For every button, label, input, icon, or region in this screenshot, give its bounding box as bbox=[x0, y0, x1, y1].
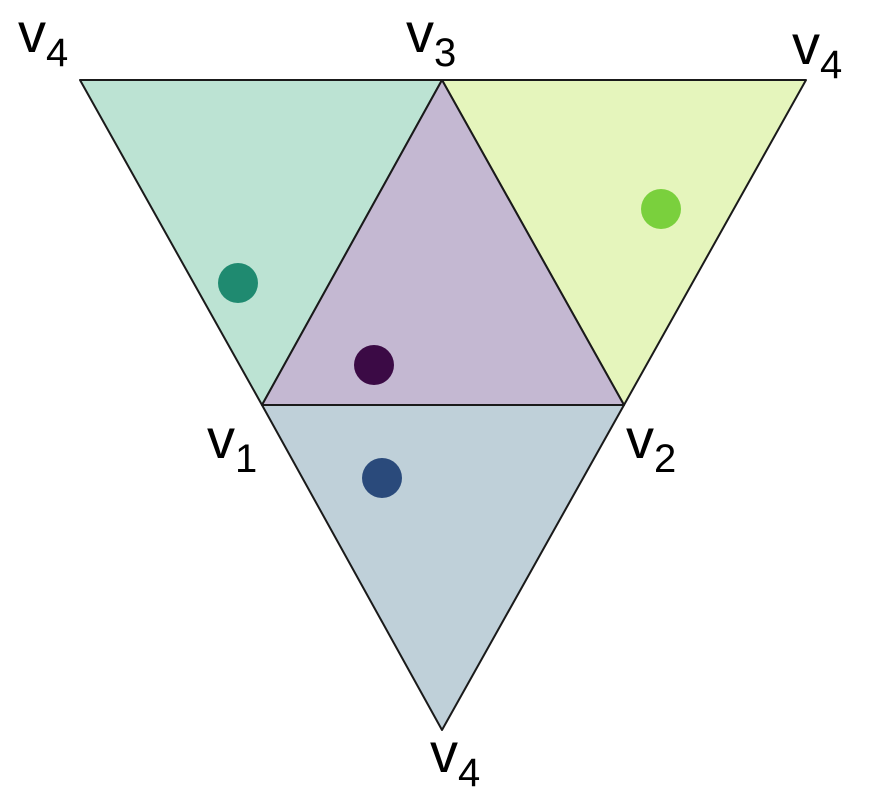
vertex-letter: v bbox=[207, 407, 235, 470]
vertex-index: 4 bbox=[820, 43, 842, 87]
vertex-index: 4 bbox=[46, 31, 68, 75]
vertex-letter: v bbox=[626, 407, 654, 470]
marker-dot-bottom bbox=[362, 458, 402, 498]
vertex-label-top-right: v4 bbox=[792, 13, 842, 87]
vertex-label-bottom: v4 bbox=[430, 721, 480, 795]
marker-dot-top-right bbox=[641, 189, 681, 229]
vertex-label-mid-left: v1 bbox=[207, 407, 257, 481]
marker-dot-top-left bbox=[218, 263, 258, 303]
vertex-letter: v bbox=[18, 1, 46, 64]
vertex-index: 1 bbox=[235, 437, 257, 481]
vertex-label-top-center: v3 bbox=[406, 1, 456, 75]
vertex-label-top-left: v4 bbox=[18, 1, 68, 75]
vertex-index: 4 bbox=[458, 751, 480, 795]
vertex-letter: v bbox=[792, 13, 820, 76]
face-bottom bbox=[261, 404, 625, 731]
vertex-letter: v bbox=[406, 1, 434, 64]
vertex-label-mid-right: v2 bbox=[626, 407, 676, 481]
vertex-index: 3 bbox=[434, 31, 456, 75]
marker-dot-center bbox=[354, 345, 394, 385]
vertex-index: 2 bbox=[654, 437, 676, 481]
vertex-letter: v bbox=[430, 721, 458, 784]
